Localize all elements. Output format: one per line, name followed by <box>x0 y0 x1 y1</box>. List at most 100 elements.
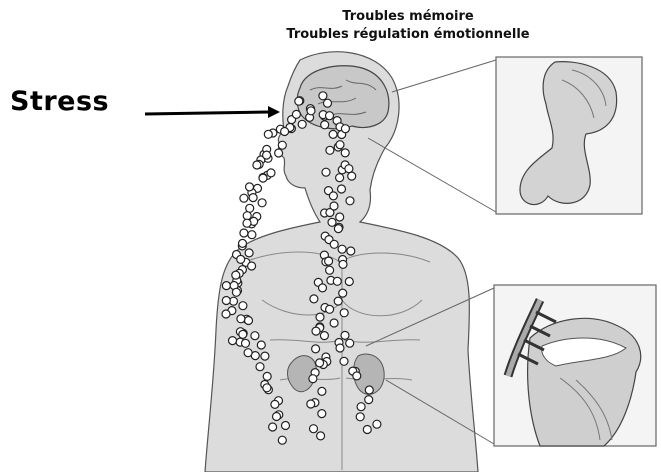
hormone-particle <box>363 426 371 434</box>
hormone-particle <box>273 413 281 421</box>
hormone-particle <box>310 425 318 433</box>
caption-emotional-regulation-disorders: Troubles régulation émotionnelle <box>238 26 578 43</box>
hormone-particle <box>339 289 347 297</box>
hormone-particle <box>282 422 290 430</box>
hormone-particle <box>357 403 365 411</box>
hormone-particle <box>346 339 354 347</box>
hormone-particle <box>312 345 320 353</box>
hormone-particle <box>316 359 324 367</box>
hormone-particle <box>338 245 346 253</box>
hormone-particle <box>316 313 324 321</box>
hormone-particle <box>278 436 286 444</box>
hormone-particle <box>336 344 344 352</box>
hormone-particle <box>264 130 272 138</box>
hormone-particle <box>341 149 349 157</box>
hormone-particle <box>232 288 240 296</box>
hormone-particle <box>341 331 349 339</box>
hormone-particle <box>251 332 259 340</box>
hormone-particle <box>310 295 318 303</box>
hormone-particle <box>222 282 230 290</box>
hormone-particle <box>248 231 256 239</box>
hormone-particle <box>307 400 315 408</box>
hormone-particle <box>269 423 277 431</box>
hormone-particle <box>330 240 338 248</box>
hormone-particle <box>237 255 245 263</box>
hormone-particle <box>259 174 267 182</box>
hormone-particle <box>267 169 275 177</box>
hormone-particle <box>322 168 330 176</box>
hormone-particle <box>318 410 326 418</box>
hormone-particle <box>237 315 245 323</box>
hormone-particle <box>295 97 303 105</box>
hormone-particle <box>307 107 315 115</box>
hormone-particle <box>330 202 338 210</box>
hormone-particle <box>336 174 344 182</box>
hormone-particle <box>232 271 240 279</box>
hormone-particle <box>281 128 289 136</box>
hormone-particle <box>345 278 353 286</box>
hormone-particle <box>340 357 348 365</box>
hormone-particle <box>278 141 286 149</box>
hormone-particle <box>318 387 326 395</box>
hormone-particle <box>326 112 334 120</box>
hormone-particle <box>329 192 337 200</box>
hormone-particle <box>317 432 325 440</box>
hormone-particle <box>334 225 342 233</box>
hormone-particle <box>263 384 271 392</box>
hormone-particle <box>320 332 328 340</box>
hormone-particle <box>258 199 266 207</box>
hormone-particle <box>330 319 338 327</box>
caption-memory-disorders: Troubles mémoire <box>238 8 578 25</box>
hormone-particle <box>356 413 364 421</box>
hormone-particle <box>249 194 257 202</box>
hormone-particle <box>347 247 355 255</box>
hormone-particle <box>333 277 341 285</box>
hormone-particle <box>340 309 348 317</box>
hormone-particle <box>309 375 317 383</box>
hormone-particle <box>243 212 251 220</box>
inset-pituitary <box>368 57 642 214</box>
hormone-particle <box>243 219 251 227</box>
hormone-particle <box>326 266 334 274</box>
hormone-particle <box>261 352 269 360</box>
hormone-particle <box>298 120 306 128</box>
hormone-particle <box>345 165 353 173</box>
hormone-particle <box>222 297 230 305</box>
hormone-particle <box>246 204 254 212</box>
hormone-particle <box>229 337 237 345</box>
hormone-particle <box>326 305 334 313</box>
hormone-particle <box>244 349 252 357</box>
stress-arrow <box>145 106 280 118</box>
hormone-particle <box>239 330 247 338</box>
hormone-particle <box>329 130 337 138</box>
hormone-particle <box>348 172 356 180</box>
hormone-particle <box>263 372 271 380</box>
hormone-particle <box>245 317 253 325</box>
hormone-particle <box>312 327 320 335</box>
hormone-particle <box>257 341 265 349</box>
hormone-particle <box>334 297 342 305</box>
hormone-particle <box>319 92 327 100</box>
hormone-particle <box>353 372 361 380</box>
hormone-particle <box>245 249 253 257</box>
hormone-particle <box>326 146 334 154</box>
hormone-particle <box>319 284 327 292</box>
hormone-particle <box>338 185 346 193</box>
hormone-particle <box>271 400 279 408</box>
hormone-particle <box>365 396 373 404</box>
hormone-particle <box>324 99 332 107</box>
hormone-particle <box>256 363 264 371</box>
hormone-particle <box>242 339 250 347</box>
hormone-particle <box>248 262 256 270</box>
hormone-particle <box>253 161 261 169</box>
hormone-particle <box>292 110 300 118</box>
hormone-particle <box>346 197 354 205</box>
hormone-particle <box>365 386 373 394</box>
hormone-particle <box>239 239 247 247</box>
hormone-particle <box>240 194 248 202</box>
hormone-particle <box>263 151 271 159</box>
hormone-particle <box>325 257 333 265</box>
hormone-particle <box>339 260 347 268</box>
